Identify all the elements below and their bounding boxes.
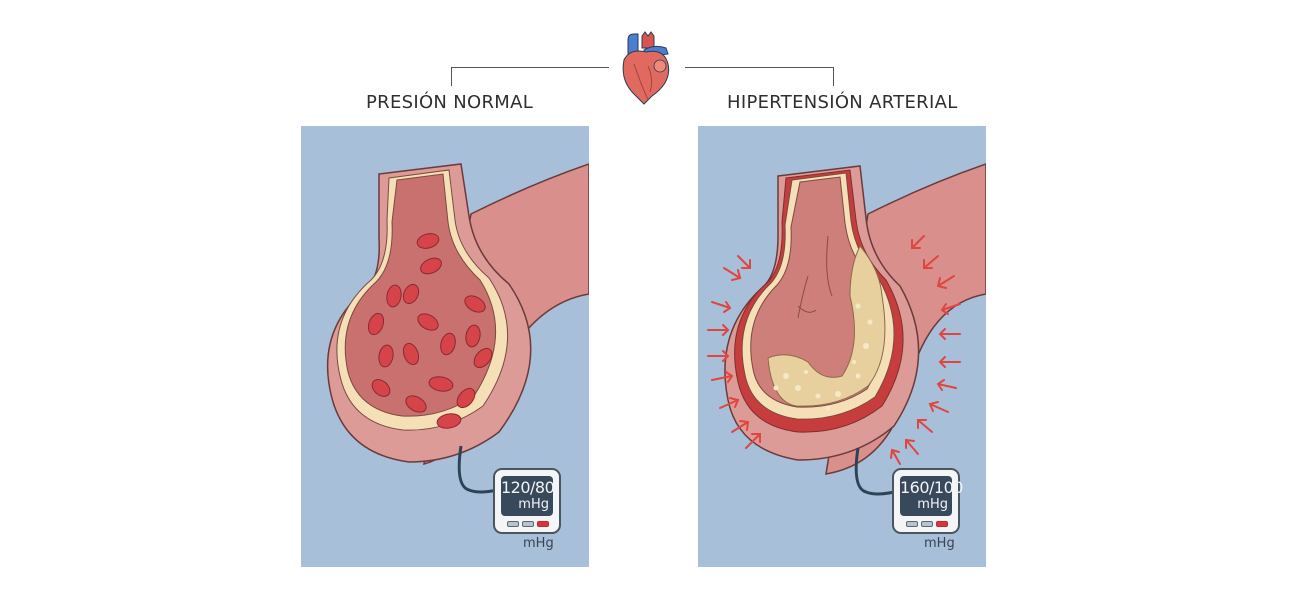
indicator-led bbox=[507, 521, 519, 527]
bp-monitor-normal: 120/80 mHg bbox=[493, 468, 561, 534]
bp-unit-label: mHg bbox=[924, 536, 955, 551]
panel-title-hypertension: HIPERTENSIÓN ARTERIAL bbox=[727, 92, 958, 113]
connector-tick-left bbox=[451, 67, 452, 86]
bp-unit-screen: mHg bbox=[917, 497, 948, 512]
indicator-led bbox=[522, 521, 534, 527]
indicator-led-active bbox=[537, 521, 549, 527]
panel-normal-pressure: 120/80 mHg mHg bbox=[301, 126, 589, 567]
bp-reading: 160/100 bbox=[900, 478, 963, 497]
panel-hypertension: 160/100 mHg mHg bbox=[698, 126, 986, 567]
bp-monitor-screen: 120/80 mHg bbox=[501, 476, 555, 516]
artery-normal-illustration bbox=[326, 163, 589, 494]
connector-line-left bbox=[451, 67, 609, 68]
connector-line-right bbox=[685, 67, 834, 68]
indicator-led bbox=[906, 521, 918, 527]
panel-title-normal: PRESIÓN NORMAL bbox=[366, 92, 534, 113]
indicator-led bbox=[921, 521, 933, 527]
connector-tick-right bbox=[833, 67, 834, 86]
bp-monitor-screen: 160/100 mHg bbox=[900, 476, 963, 516]
bp-monitor-hypertension: 160/100 mHg bbox=[892, 468, 963, 534]
bp-reading: 120/80 bbox=[501, 478, 555, 497]
bp-monitor-indicators bbox=[906, 521, 948, 527]
bp-monitor-indicators bbox=[507, 521, 549, 527]
bp-unit-label: mHg bbox=[523, 536, 554, 551]
heart-icon bbox=[614, 30, 676, 106]
indicator-led-active bbox=[936, 521, 948, 527]
artery-hypertension-illustration bbox=[707, 163, 986, 496]
bp-unit-screen: mHg bbox=[518, 497, 549, 512]
